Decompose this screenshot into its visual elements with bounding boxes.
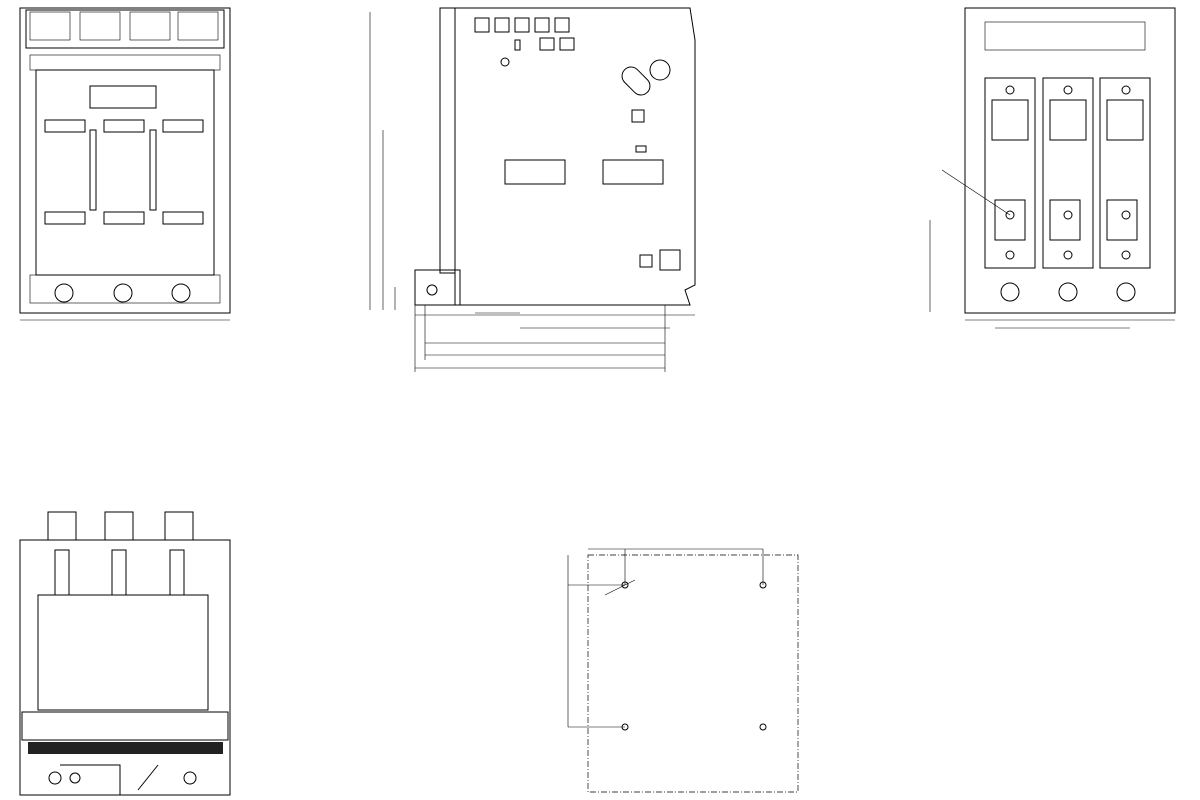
front-view bbox=[19, 7, 231, 321]
side-view bbox=[369, 7, 696, 372]
rear-view bbox=[929, 7, 1176, 329]
bottom-view bbox=[19, 511, 231, 796]
mounting-hole-layout bbox=[567, 548, 799, 793]
